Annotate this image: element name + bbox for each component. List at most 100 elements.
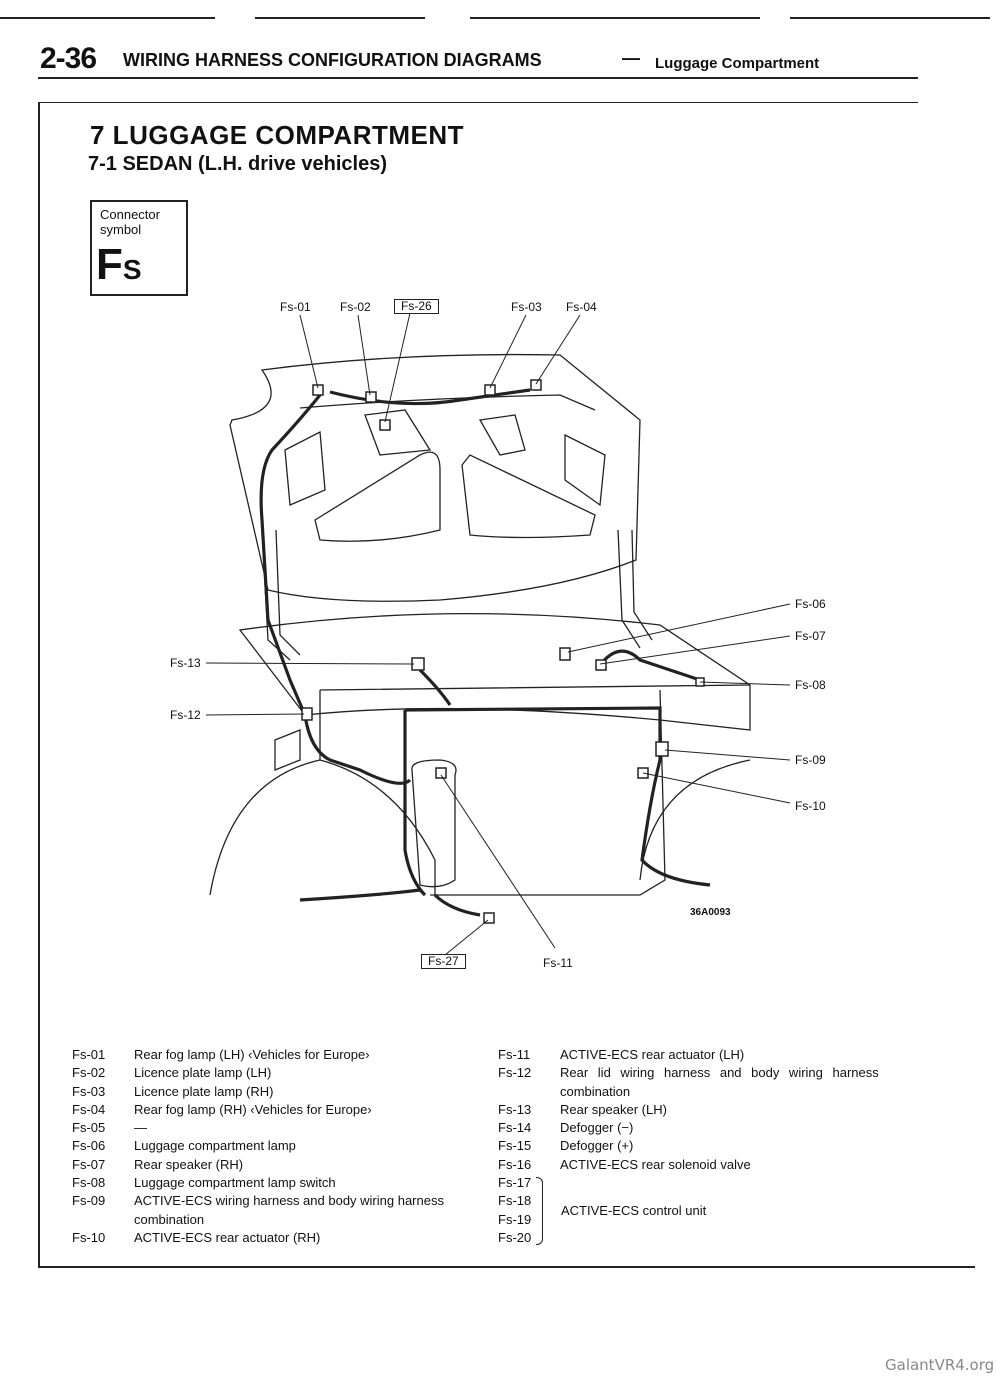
legend-row: Fs-08 Luggage compartment lamp switch — [72, 1174, 444, 1192]
callout-fs26: Fs-26 — [394, 299, 439, 314]
callout-fs13: Fs-13 — [170, 656, 201, 670]
connector-symbol-label: Connector symbol — [100, 207, 160, 237]
lid-cutout — [478, 414, 526, 456]
diagram-part-number: 36A0093 — [690, 907, 731, 918]
legend-desc: ACTIVE-ECS wiring harness and body wirin… — [134, 1193, 444, 1209]
callout-fs12: Fs-12 — [170, 708, 201, 722]
legend-code: Fs-11 — [498, 1047, 531, 1062]
legend-desc: Rear lid wiring harness and body wiring … — [560, 1065, 879, 1081]
legend-row: Fs-10 ACTIVE-ECS rear actuator (RH) — [72, 1229, 444, 1247]
top-scan-line — [255, 17, 425, 19]
connector-symbol: FS — [96, 240, 142, 290]
leader-lines — [205, 312, 791, 956]
trunk-floor — [319, 684, 751, 896]
callout-fs06: Fs-06 — [795, 597, 826, 611]
legend-desc: Luggage compartment lamp — [134, 1138, 296, 1154]
legend-desc-cont: combination — [134, 1211, 205, 1227]
lid-cutout — [364, 409, 432, 456]
callout-fs10: Fs-10 — [795, 799, 826, 813]
callout-fs27: Fs-27 — [421, 954, 466, 969]
legend-desc: Rear fog lamp (LH) ‹Vehicles for Europe› — [134, 1047, 370, 1062]
legend-row: Fs-07 Rear speaker (RH) — [72, 1156, 444, 1174]
legend-desc: ACTIVE-ECS rear actuator (LH) — [560, 1047, 745, 1062]
legend-code: Fs-14 — [498, 1120, 532, 1136]
callout-fs08: Fs-08 — [795, 678, 826, 692]
legend-row: Fs-01 Rear fog lamp (LH) ‹Vehicles for Eu… — [72, 1046, 444, 1064]
legend-desc: Rear speaker (RH) — [134, 1156, 244, 1172]
legend-row: Fs-03 Licence plate lamp (RH) — [72, 1083, 444, 1101]
legend-code: Fs-07 — [72, 1156, 106, 1172]
legend-code: Fs-18 — [498, 1193, 532, 1209]
legend-row: Fs-14 Defogger (−) — [498, 1119, 879, 1137]
legend-group-codes: Fs-17 Fs-18 Fs-19 Fs-20 — [498, 1174, 536, 1247]
lid-cutout — [314, 451, 441, 542]
legend-desc: Defogger (+) — [560, 1138, 634, 1154]
trunk-lid-outline — [229, 353, 641, 602]
legend-code: Fs-15 — [498, 1138, 532, 1154]
header-title: WIRING HARNESS CONFIGURATION DIAGRAMS — [123, 50, 542, 70]
callout-fs03: Fs-03 — [511, 300, 542, 314]
connector-symbol-box — [90, 200, 188, 296]
trunk-lid-edge — [299, 394, 596, 411]
section-title: 7 LUGGAGE COMPARTMENT — [90, 120, 465, 150]
top-scan-line — [790, 17, 990, 19]
legend-code: Fs-03 — [72, 1083, 106, 1099]
legend-row: Fs-15 Defogger (+) — [498, 1137, 879, 1155]
wheel-arch-lh — [209, 759, 436, 896]
legend-desc-cont: combination — [560, 1083, 631, 1099]
legend-code: Fs-05 — [72, 1120, 106, 1136]
header-subtitle: Luggage Compartment — [655, 55, 820, 72]
legend-row: Fs-05 — — [72, 1119, 444, 1137]
header-rule — [38, 77, 918, 79]
legend-group: Fs-17 Fs-18 Fs-19 Fs-20 ACTIVE-ECS contr… — [498, 1174, 879, 1247]
legend-desc: Rear fog lamp (RH) ‹Vehicles for Europe› — [134, 1101, 372, 1117]
section-subtitle: 7-1 SEDAN (L.H. drive vehicles) — [88, 153, 387, 175]
legend-code: Fs-02 — [72, 1065, 106, 1081]
legend-row: Fs-04 Rear fog lamp (RH) ‹Vehicles for Eu… — [72, 1101, 444, 1119]
legend-code: Fs-12 — [498, 1065, 532, 1081]
legend-code: Fs-10 — [72, 1229, 106, 1245]
legend-desc: ACTIVE-ECS control unit — [561, 1202, 707, 1218]
legend-code: Fs-20 — [498, 1229, 532, 1245]
legend-row: Fs-11 ACTIVE-ECS rear actuator (LH) — [498, 1046, 879, 1064]
legend-right: Fs-11 ACTIVE-ECS rear actuator (LH) Fs-12… — [498, 1046, 879, 1247]
legend-desc: Luggage compartment lamp switch — [134, 1175, 336, 1191]
callout-fs07: Fs-07 — [795, 629, 826, 643]
legend-code: Fs-01 — [72, 1047, 106, 1062]
page-number: 2-36 — [40, 42, 97, 75]
watermark: GalantVR4.org — [885, 1356, 995, 1374]
legend-desc: Defogger (−) — [560, 1120, 634, 1136]
legend-desc: ACTIVE-ECS rear actuator (RH) — [134, 1229, 321, 1245]
legend-code: Fs-17 — [498, 1175, 532, 1191]
legend-desc: — — [134, 1120, 147, 1136]
actuator-lh — [411, 759, 457, 888]
top-scan-line — [470, 17, 760, 19]
connector-symbol-main: F — [96, 240, 123, 289]
legend-code: Fs-16 — [498, 1156, 532, 1172]
legend-desc: Licence plate lamp (RH) — [134, 1083, 274, 1099]
legend-row: Fs-16 ACTIVE-ECS rear solenoid valve — [498, 1156, 879, 1174]
header-separator: — — [622, 48, 640, 68]
legend-code: Fs-13 — [498, 1101, 532, 1117]
legend-code: Fs-19 — [498, 1211, 532, 1227]
legend-code: Fs-08 — [72, 1175, 106, 1191]
lid-cutout — [564, 433, 606, 507]
legend-code: Fs-06 — [72, 1138, 106, 1154]
legend-brace — [536, 1176, 543, 1245]
frame-top — [38, 102, 918, 103]
hinge-rh — [617, 529, 653, 649]
bracket — [274, 729, 301, 771]
legend-code: Fs-04 — [72, 1101, 106, 1117]
callout-fs11: Fs-11 — [543, 956, 573, 970]
frame-left — [38, 102, 40, 1267]
legend-row: Fs-06 Luggage compartment lamp — [72, 1137, 444, 1155]
wiring-harness — [259, 388, 711, 917]
lid-cutout — [461, 454, 596, 539]
top-scan-line — [0, 17, 215, 19]
callout-fs02: Fs-02 — [340, 300, 371, 314]
legend-desc: ACTIVE-ECS rear solenoid valve — [560, 1156, 751, 1172]
